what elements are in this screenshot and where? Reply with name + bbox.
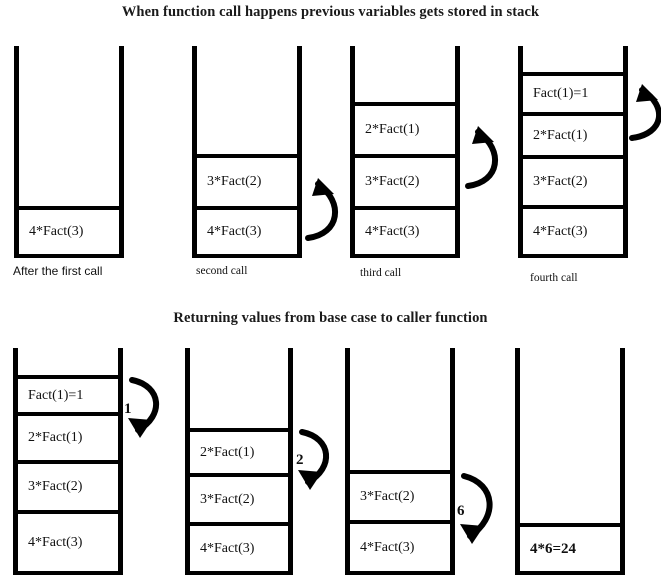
stack-cell-label: 4*6=24 [530,540,577,557]
stack-empty-space [520,348,620,523]
stack-cell: 3*Fact(2) [355,154,455,206]
section-title-call-phase: When function call happens previous vari… [121,4,540,20]
stack-cell-label: 2*Fact(1) [200,444,255,460]
stack-cell-label: 4*Fact(3) [360,539,415,555]
stack-empty-space [197,46,297,154]
stack-cell: 2*Fact(1) [18,412,118,460]
stack-cell-label: Fact(1)=1 [533,86,589,101]
stack-frame-result: 4*6=24 [515,348,625,575]
push-arrow-second-call [296,158,352,248]
stack-cell-label: 3*Fact(2) [207,174,262,189]
stack-cell-label: 4*Fact(3) [365,224,420,239]
stack-cell-label: 3*Fact(2) [533,174,588,189]
return-value-label-2: 2 [296,452,304,468]
return-value-label-3: 6 [457,503,465,519]
stack-cell-label: 3*Fact(2) [360,489,415,504]
stack-cell-label: 2*Fact(1) [28,430,83,445]
stack-cell: 2*Fact(1) [523,112,623,155]
stack-empty-space [523,46,623,72]
stack-cell: Fact(1)=1 [523,72,623,112]
section-title-return-phase: Returning values from base case to calle… [173,310,488,326]
stack-cell: 4*Fact(3) [190,522,288,575]
stack-frame-second-call: 3*Fact(2) 4*Fact(3) [192,46,302,258]
stack-caption-third-call: third call [360,267,402,279]
stack-frame-fourth-call: Fact(1)=1 2*Fact(1) 3*Fact(2) 4*Fact(3) [518,46,628,258]
stack-caption-first-call: After the first call [13,264,103,278]
stack-cell: 4*Fact(3) [355,206,455,258]
return-value-label-1: 1 [124,401,132,417]
stack-frame-return-1: Fact(1)=1 2*Fact(1) 3*Fact(2) 4*Fact(3) [13,348,123,575]
stack-cell: 2*Fact(1) [355,102,455,154]
stack-cell-label: 4*Fact(3) [28,534,83,550]
stack-cell: 4*Fact(3) [19,206,119,258]
stack-empty-space [350,348,450,470]
stack-caption-fourth-call: fourth call [530,272,578,284]
stack-cell-label: 4*Fact(3) [207,224,262,239]
stack-cell: 3*Fact(2) [190,473,288,522]
stack-cell: 4*Fact(3) [197,206,297,258]
stack-empty-space [355,46,455,102]
stack-cell: Fact(1)=1 [18,375,118,412]
stack-cell-label: Fact(1)=1 [28,387,84,403]
stack-frame-first-call: 4*Fact(3) [14,46,124,258]
stack-cell-label: 4*Fact(3) [29,224,84,239]
stack-cell: 3*Fact(2) [523,155,623,205]
stack-cell: 2*Fact(1) [190,428,288,473]
stack-cell-label: 3*Fact(2) [365,174,420,189]
stack-frame-return-3: 3*Fact(2) 4*Fact(3) [345,348,455,575]
stack-cell: 3*Fact(2) [197,154,297,206]
stack-cell: 4*Fact(3) [523,205,623,258]
stack-cell-label: 2*Fact(1) [533,127,588,143]
stack-cell-label: 2*Fact(1) [365,122,420,137]
stack-cell: 3*Fact(2) [18,460,118,510]
stack-frame-third-call: 2*Fact(1) 3*Fact(2) 4*Fact(3) [350,46,460,258]
stack-cell-label: 4*Fact(3) [200,540,255,556]
stack-cell: 4*Fact(3) [350,520,450,575]
stack-cell-label: 4*Fact(3) [533,223,588,239]
stack-cell-label: 3*Fact(2) [200,491,255,507]
stack-frame-return-2: 2*Fact(1) 3*Fact(2) 4*Fact(3) [185,348,293,575]
stack-cell-label: 3*Fact(2) [28,479,83,494]
stack-empty-space [190,348,288,428]
stack-empty-space [18,348,118,375]
stack-empty-space [19,46,119,206]
stack-cell: 4*6=24 [520,523,620,575]
stack-caption-second-call: second call [196,265,248,277]
stack-cell: 4*Fact(3) [18,510,118,575]
push-arrow-third-call [456,106,512,196]
stack-cell: 3*Fact(2) [350,470,450,520]
